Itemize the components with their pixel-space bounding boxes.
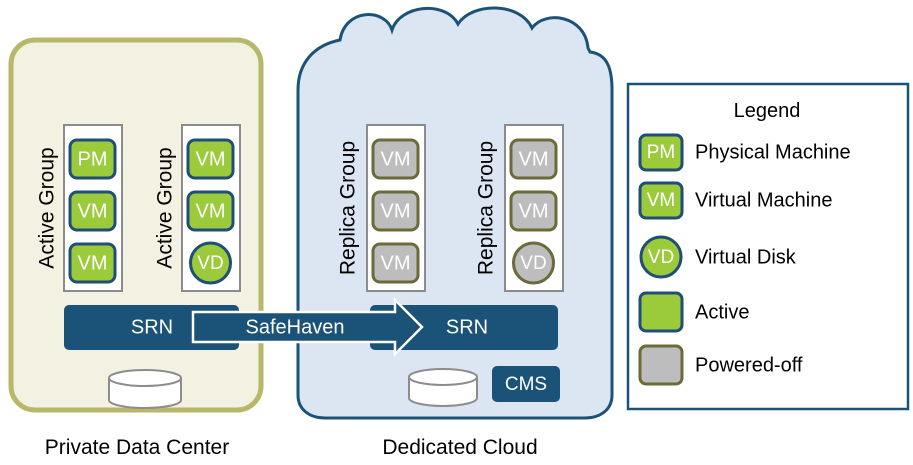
item-label: PM xyxy=(78,148,108,170)
private-data-center-caption: Private Data Center xyxy=(45,436,229,459)
legend-powered-off-swatch xyxy=(638,344,684,386)
legend-active-swatch xyxy=(638,291,684,333)
item-label: VD xyxy=(520,253,546,274)
item-label: VM xyxy=(78,200,108,222)
virtual-machine-off xyxy=(371,190,420,232)
legend-vd-icon xyxy=(639,235,683,279)
replica-group-2-items: VM VM VD xyxy=(509,138,558,285)
item-label: VM xyxy=(519,200,549,222)
legend-label-virtual-disk: Virtual Disk xyxy=(695,246,797,268)
item-label: VM xyxy=(381,148,411,170)
item-label: VM xyxy=(196,148,226,170)
virtual-machine-active xyxy=(186,138,235,180)
legend-label-powered-off: Powered-off xyxy=(695,354,803,376)
legend-icon-label: VM xyxy=(647,190,676,211)
legend-icon-label: VD xyxy=(648,247,674,268)
physical-machine-active xyxy=(68,138,117,180)
item-label: VM xyxy=(196,200,226,222)
virtual-machine-off xyxy=(509,190,558,232)
storage-icon-private xyxy=(108,369,182,409)
item-label: VM xyxy=(381,252,411,274)
storage-icon-cloud xyxy=(408,368,478,407)
virtual-machine-active xyxy=(186,190,235,232)
legend-label-physical-machine: Physical Machine xyxy=(695,141,851,163)
legend-label-active: Active xyxy=(695,301,749,323)
legend-pm-icon xyxy=(638,133,684,172)
cms-label: CMS xyxy=(505,374,547,395)
legend-vm-icon xyxy=(638,181,684,220)
legend-icon-label: PM xyxy=(647,142,676,163)
srn-label-private: SRN xyxy=(131,316,173,338)
active-group-2-items: VM VM VD xyxy=(186,138,235,285)
legend-title: Legend xyxy=(734,100,801,122)
group-label-2: Active Group xyxy=(154,147,177,268)
replica-group-1-items: VM VM VM xyxy=(371,138,420,284)
item-label: VM xyxy=(519,148,549,170)
dedicated-cloud-caption: Dedicated Cloud xyxy=(382,436,537,459)
virtual-machine-off xyxy=(371,242,420,284)
virtual-machine-active xyxy=(68,242,117,284)
item-label: VM xyxy=(78,252,108,274)
virtual-machine-off xyxy=(509,138,558,180)
group-label-1: Active Group xyxy=(36,147,59,268)
srn-bar-cloud xyxy=(370,305,558,350)
active-group-1-items: PM VM VM xyxy=(68,138,117,284)
virtual-machine-active xyxy=(68,190,117,232)
cms-box xyxy=(492,366,560,402)
virtual-machine-off xyxy=(371,138,420,180)
group-label-4: Replica Group xyxy=(475,141,498,275)
safehaven-label: SafeHaven xyxy=(246,316,345,338)
virtual-disk-off xyxy=(512,241,555,285)
legend-label-virtual-machine: Virtual Machine xyxy=(695,189,832,211)
virtual-disk-active xyxy=(189,241,232,285)
group-label-3: Replica Group xyxy=(337,141,360,275)
safehaven-arrow xyxy=(191,296,424,358)
item-label: VM xyxy=(381,200,411,222)
item-label: VD xyxy=(197,253,223,274)
srn-label-cloud: SRN xyxy=(446,316,488,338)
